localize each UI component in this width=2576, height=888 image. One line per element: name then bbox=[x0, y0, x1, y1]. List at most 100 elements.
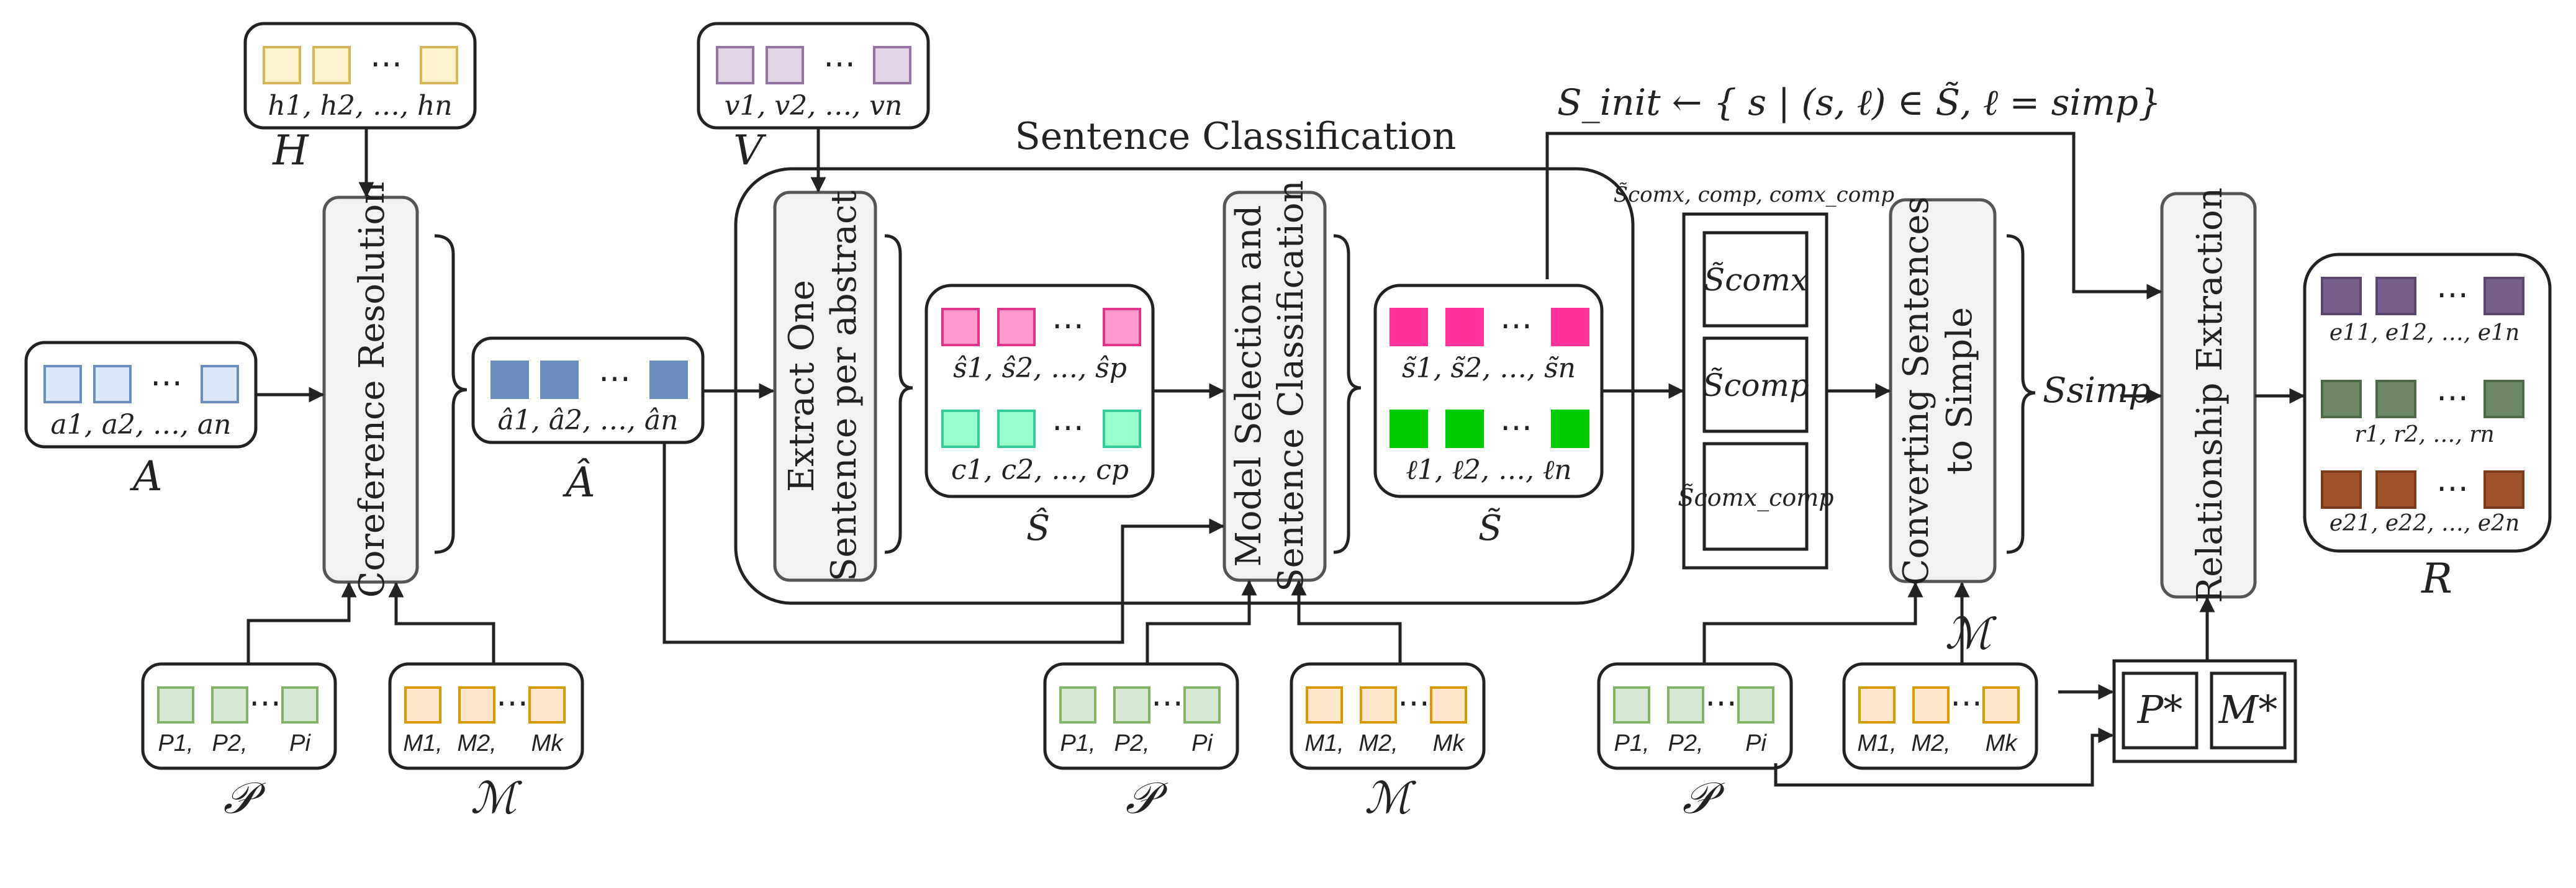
s-comx-comp-label: S̃comx_comp bbox=[1678, 484, 1833, 512]
e1-square bbox=[2483, 277, 2524, 315]
extract-label-line2: Sentence per abstract bbox=[824, 191, 864, 581]
model-selection-line2: Sentence Classification bbox=[1271, 180, 1311, 591]
l-square bbox=[1445, 410, 1484, 448]
p-item-label: P2, bbox=[212, 730, 247, 756]
model-selection-node: Model Selection and Sentence Classificat… bbox=[1222, 180, 1327, 592]
s-subset-label: S̃comx, comp, comx_comp bbox=[1614, 182, 1894, 207]
p-square bbox=[1183, 686, 1221, 724]
h-square bbox=[263, 46, 301, 84]
a-hat-ellipsis: ⋯ bbox=[599, 360, 631, 397]
e2-square bbox=[2375, 470, 2416, 509]
r-ellipsis: ⋯ bbox=[2436, 379, 2469, 416]
s-hat-row2: c1, c2, …, cp bbox=[951, 454, 1129, 486]
extract-label-line1: Extract One bbox=[782, 280, 822, 492]
c-square bbox=[997, 410, 1036, 448]
m-square bbox=[1430, 686, 1467, 724]
p-item-label: Pi bbox=[1191, 730, 1213, 756]
l-ellipsis: ⋯ bbox=[1500, 409, 1532, 446]
r-row1: e11, e12, …, e1n bbox=[2330, 320, 2520, 346]
svg-text:Extract One: Extract One bbox=[782, 280, 822, 492]
e1-ellipsis: ⋯ bbox=[2436, 276, 2469, 313]
r-square bbox=[2483, 380, 2524, 418]
m-ellipsis: ⋯ bbox=[1950, 684, 1982, 722]
edge-p-to-converting bbox=[1702, 581, 1923, 664]
s-hat-square bbox=[997, 308, 1036, 346]
converting-line1: Converting Sentences bbox=[1896, 197, 1937, 586]
edge-p-to-pstar bbox=[1774, 727, 2114, 787]
a-square bbox=[201, 365, 239, 403]
set-s-hat: ⋯ ŝ1, ŝ2, …, ŝp ⋯ c1, c2, …, cp Ŝ bbox=[924, 284, 1155, 549]
p-item-label: P1, bbox=[1614, 730, 1649, 756]
set-p-box: ⋯P1,P2,Pi𝒫 bbox=[1043, 662, 1239, 823]
s-tilde-ellipsis: ⋯ bbox=[1500, 307, 1532, 344]
edge-m-to-model bbox=[1291, 580, 1402, 664]
h-label: H bbox=[272, 127, 309, 174]
s-simp-label: Ssimp bbox=[2043, 370, 2151, 411]
set-m-box: ⋯M1,M2,Mkℳ bbox=[1290, 662, 1486, 823]
m-item-label: Mk bbox=[1986, 730, 2018, 756]
set-a: ⋯ a1, a2, …, an A bbox=[24, 341, 258, 500]
extract-brace bbox=[884, 234, 913, 554]
s-init-label: S_init ← { s | (s, ℓ) ∈ S̃, ℓ = simp} bbox=[1557, 81, 2161, 123]
set-s-tilde: ⋯ s̃1, s̃2, …, s̃n ⋯ ℓ1, ℓ2, …, ℓn S̃ bbox=[1373, 284, 1604, 549]
e1-square bbox=[2375, 277, 2416, 315]
s-hat-ellipsis: ⋯ bbox=[1052, 307, 1084, 344]
v-square bbox=[766, 46, 804, 84]
m-star-label: M* bbox=[2218, 687, 2277, 732]
m-set-label: ℳ bbox=[1365, 773, 1417, 823]
p-star-label: P* bbox=[2137, 687, 2183, 732]
p-item-label: P1, bbox=[158, 730, 193, 756]
relationship-extraction-label: Relationship Extraction bbox=[2190, 187, 2230, 603]
p-square bbox=[1113, 686, 1150, 724]
s-tilde-label: S̃ bbox=[1478, 508, 1502, 549]
edge-ahat-to-model bbox=[662, 442, 1225, 644]
m-square bbox=[458, 686, 495, 724]
m-square bbox=[1858, 686, 1896, 724]
p-square bbox=[1059, 686, 1096, 724]
m-item-label: M1, bbox=[403, 730, 442, 756]
coref-brace bbox=[434, 234, 468, 554]
s-tilde-row1: s̃1, s̃2, …, s̃n bbox=[1402, 352, 1576, 384]
m-item-label: Mk bbox=[1433, 730, 1466, 756]
m-item-label: Mk bbox=[531, 730, 564, 756]
set-a-hat: ⋯ â1, â2, …, ân Â bbox=[471, 336, 705, 506]
p-set-label: 𝒫 bbox=[224, 773, 266, 823]
set-r: ⋯ e11, e12, …, e1n ⋯ r1, r2, …, rn ⋯ e21… bbox=[2303, 253, 2552, 603]
p-set-label: 𝒫 bbox=[1683, 773, 1725, 823]
p-ellipsis: ⋯ bbox=[1151, 684, 1183, 722]
v-square bbox=[716, 46, 754, 84]
m-square bbox=[1306, 686, 1343, 724]
h-items: h1, h2, …, hn bbox=[268, 90, 452, 122]
p-square bbox=[211, 686, 248, 724]
p-square bbox=[281, 686, 319, 724]
a-hat-square bbox=[649, 361, 688, 399]
relationship-extraction-node: Relationship Extraction bbox=[2160, 187, 2257, 603]
p-ellipsis: ⋯ bbox=[1705, 684, 1737, 722]
c-ellipsis: ⋯ bbox=[1052, 409, 1084, 446]
s-subsets-container: S̃comx S̃comp S̃comx_comp bbox=[1678, 212, 1834, 570]
extract-sentence-node: Extract One Sentence per abstract bbox=[773, 191, 877, 582]
c-square bbox=[1103, 410, 1141, 448]
p-square bbox=[1737, 686, 1774, 724]
a-hat-square bbox=[490, 361, 529, 399]
a-hat-items: â1, â2, …, ân bbox=[498, 405, 679, 436]
a-square bbox=[43, 365, 82, 403]
edge-p-to-coref bbox=[246, 581, 357, 664]
p-square bbox=[1667, 686, 1704, 724]
c-square bbox=[941, 410, 980, 448]
v-ellipsis: ⋯ bbox=[823, 45, 856, 83]
set-p-box: ⋯P1,P2,Pi𝒫 bbox=[141, 662, 337, 823]
v-square bbox=[873, 46, 911, 84]
r-row3: e21, e22, …, e2n bbox=[2330, 511, 2520, 536]
v-items: v1, v2, …, vn bbox=[725, 90, 903, 122]
svg-text:Converting Sentences: Converting Sentences bbox=[1896, 197, 1937, 586]
m-square bbox=[1360, 686, 1397, 724]
h-square bbox=[420, 46, 458, 84]
m-ellipsis: ⋯ bbox=[496, 684, 528, 722]
converting-node: Converting Sentences to Simple bbox=[1889, 197, 1997, 586]
p-item-label: P2, bbox=[1114, 730, 1149, 756]
s-comp-label: S̃comp bbox=[1702, 367, 1809, 403]
svg-text:Model Selection and: Model Selection and bbox=[1229, 205, 1269, 567]
a-ellipsis: ⋯ bbox=[150, 364, 183, 401]
a-items: a1, a2, …, an bbox=[51, 409, 232, 441]
